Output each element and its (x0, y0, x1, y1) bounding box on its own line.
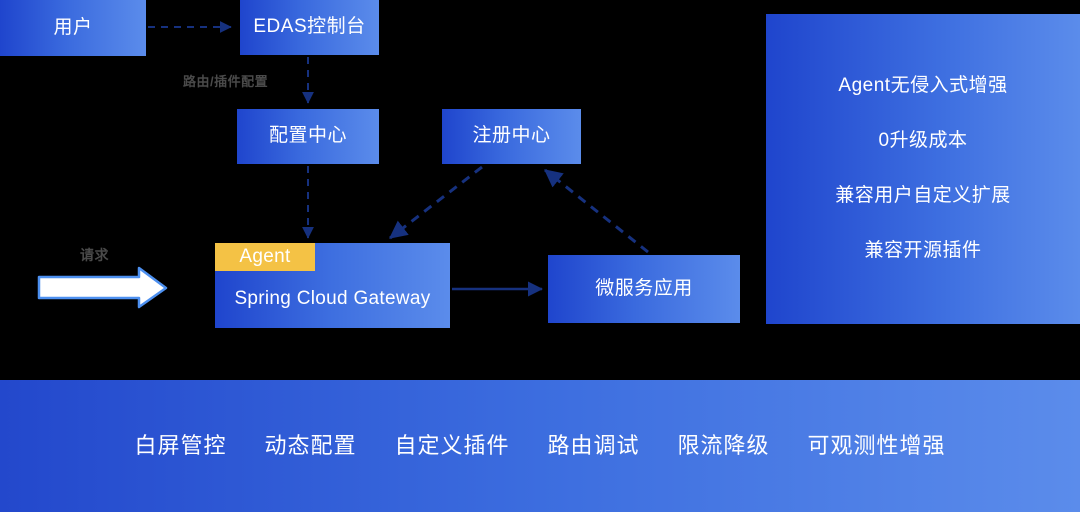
node-user[interactable]: 用户 (0, 0, 146, 56)
agent-badge[interactable]: Agent (215, 243, 315, 271)
feature-line: Agent无侵入式增强 (838, 75, 1008, 97)
node-user-label: 用户 (53, 16, 93, 38)
gateway-title: Spring Cloud Gateway (215, 271, 450, 328)
feature-line: 兼容开源插件 (864, 239, 982, 261)
node-edas-console[interactable]: EDAS控制台 (240, 0, 379, 55)
feature-line: 0升级成本 (878, 130, 968, 152)
label-request: 请求 (80, 247, 109, 263)
node-edas-console-label: EDAS控制台 (253, 16, 366, 38)
bottom-item-route-debug[interactable]: 路由调试 (547, 433, 640, 458)
node-config-center[interactable]: 配置中心 (237, 109, 379, 164)
bottom-item-white-screen-control[interactable]: 白屏管控 (134, 433, 227, 458)
bottom-capability-bar: 白屏管控 动态配置 自定义插件 路由调试 限流降级 可观测性增强 (0, 380, 1080, 512)
bottom-item-rate-limit-degrade[interactable]: 限流降级 (677, 433, 770, 458)
node-spring-cloud-gateway[interactable]: Agent Spring Cloud Gateway (215, 243, 450, 328)
feature-panel: Agent无侵入式增强 0升级成本 兼容用户自定义扩展 兼容开源插件 (766, 14, 1080, 324)
agent-badge-label: Agent (239, 245, 291, 267)
label-route-plugin-config: 路由/插件配置 (183, 74, 269, 89)
node-registry-center[interactable]: 注册中心 (442, 109, 581, 164)
node-registry-center-label: 注册中心 (472, 125, 551, 147)
feature-line: 兼容用户自定义扩展 (835, 185, 1011, 206)
node-microservice-app[interactable]: 微服务应用 (548, 255, 740, 323)
connector-registry-to-gateway (389, 165, 483, 240)
bottom-item-observability[interactable]: 可观测性增强 (807, 433, 946, 458)
request-arrow (37, 266, 168, 309)
bottom-item-dynamic-config[interactable]: 动态配置 (264, 433, 357, 458)
node-config-center-label: 配置中心 (268, 125, 347, 147)
bottom-item-custom-plugin[interactable]: 自定义插件 (394, 433, 510, 458)
node-microservice-app-label: 微服务应用 (595, 277, 693, 299)
gateway-title-label: Spring Cloud Gateway (234, 288, 431, 310)
connector-microservice-to-registry (544, 168, 649, 254)
bottom-capability-list: 白屏管控 动态配置 自定义插件 路由调试 限流降级 可观测性增强 (134, 428, 945, 460)
